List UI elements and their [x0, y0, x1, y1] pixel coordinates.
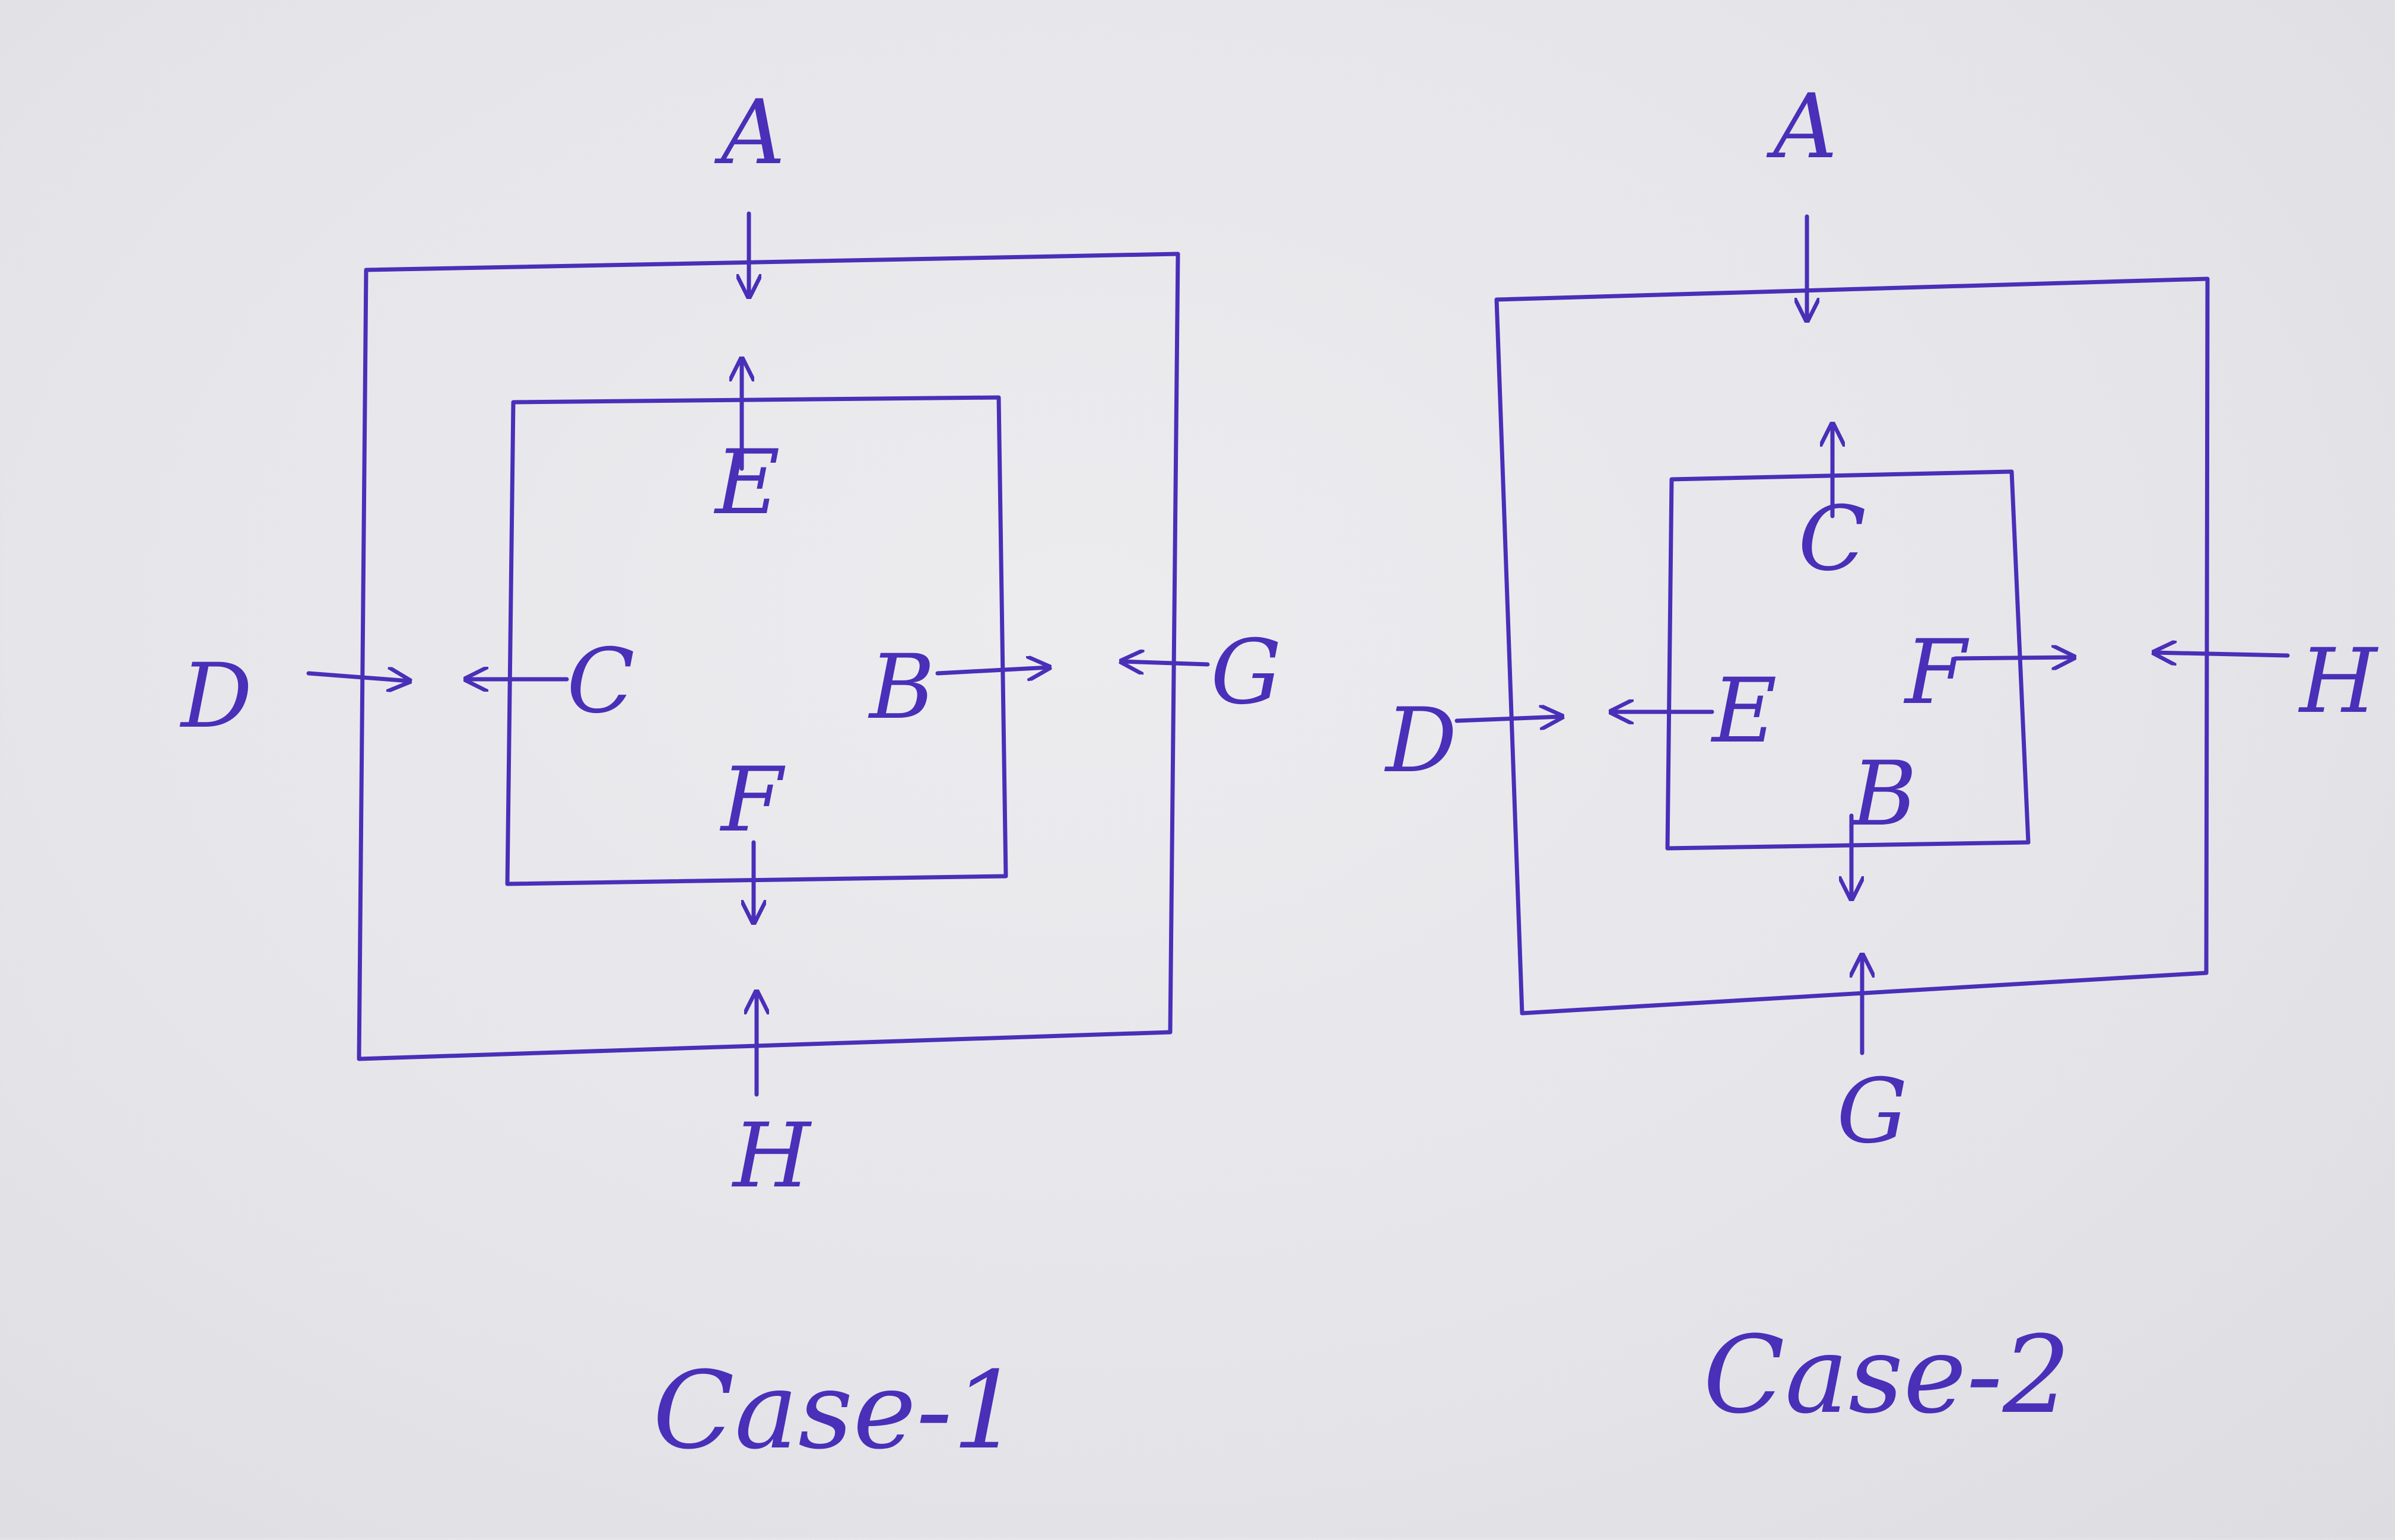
- case-2-caption: Case-2: [1703, 1313, 2070, 1437]
- case-1-label-g: G: [1211, 621, 1282, 724]
- case-2-diagram: A C D E F H B G Case-2: [1384, 75, 2379, 1437]
- case-1-label-d: D: [179, 645, 252, 748]
- case-2-label-g: G: [1837, 1060, 1908, 1163]
- case-1-inner-box: [505, 395, 1008, 886]
- case-1-label-c: C: [567, 630, 635, 733]
- case-2-label-e: E: [1710, 660, 1777, 763]
- case-2-label-d: D: [1384, 689, 1457, 793]
- case-2-label-b: B: [1850, 743, 1917, 846]
- case-2-arrow-h: [2154, 653, 2290, 656]
- case-1-label-b: B: [868, 636, 935, 739]
- case-2-label-a: A: [1766, 75, 1837, 179]
- case-2-label-f: F: [1903, 621, 1970, 724]
- case-2-label-c: C: [1798, 488, 1866, 591]
- case-2-arrow-f: [1953, 657, 2074, 658]
- case-1-label-h: H: [731, 1105, 812, 1208]
- case-2-arrow-d: [1454, 717, 1562, 721]
- case-1-arrow-d: [306, 673, 409, 681]
- case-2-inner-box: [1665, 469, 2031, 851]
- case-1-label-f: F: [719, 749, 786, 852]
- case-1-arrow-b: [935, 667, 1049, 673]
- case-1-diagram: A E D C B G F H Case-1: [179, 81, 1282, 1473]
- case-1-label-a: A: [714, 81, 785, 184]
- case-1-label-e: E: [713, 431, 780, 534]
- case-2-outer-box: [1494, 276, 2210, 1016]
- case-1-caption: Case-1: [653, 1349, 1020, 1473]
- case-2-label-h: H: [2298, 630, 2379, 733]
- case-1-arrow-g: [1122, 661, 1210, 664]
- case-1-outer-box: [357, 252, 1180, 1061]
